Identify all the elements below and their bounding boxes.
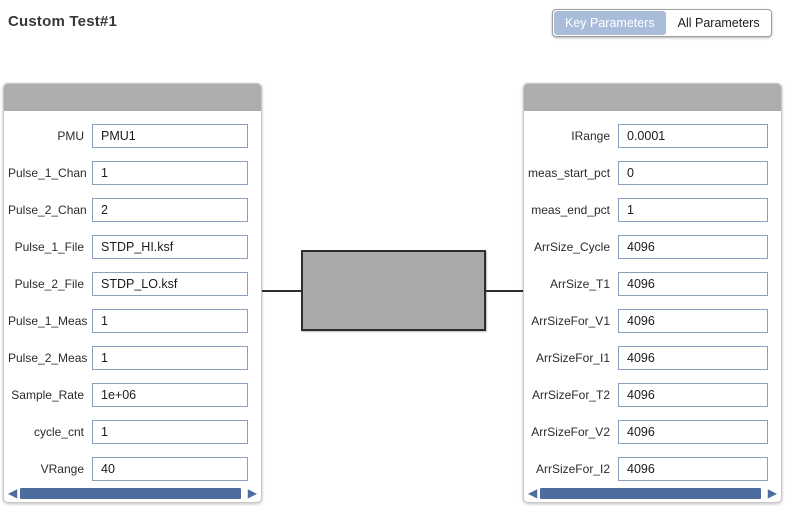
param-input-meas-start-pct[interactable] [618, 160, 768, 185]
param-label: Pulse_1_Meas [8, 313, 88, 328]
param-row: PMU [4, 117, 261, 154]
param-row: meas_end_pct [524, 191, 781, 228]
param-label: PMU [57, 128, 84, 143]
scroll-left-arrow-icon[interactable]: ◀ [528, 486, 538, 500]
param-row: Pulse_1_Meas [4, 302, 261, 339]
param-input-cycle-cnt[interactable] [92, 419, 248, 444]
param-label: ArrSizeFor_V1 [531, 313, 610, 328]
page-title: Custom Test#1 [8, 13, 118, 30]
param-row: Pulse_2_Meas [4, 339, 261, 376]
param-label: Pulse_2_Meas [8, 350, 88, 365]
device-block [301, 250, 486, 331]
horizontal-scrollbar[interactable]: ◀ ▶ [8, 486, 257, 501]
param-row: ArrSizeFor_I1 [524, 339, 781, 376]
param-row: Sample_Rate [4, 376, 261, 413]
param-input-arrsizefor-i1[interactable] [618, 345, 768, 370]
param-input-pulse-2-chan[interactable] [92, 197, 248, 222]
param-input-arrsizefor-v2[interactable] [618, 419, 768, 444]
param-label: meas_start_pct [528, 165, 611, 180]
scroll-right-arrow-icon[interactable]: ▶ [247, 486, 257, 500]
param-label: Pulse_1_Chan [8, 165, 87, 180]
panel-body: PMU Pulse_1_Chan Pulse_2_Chan Pulse_1_Fi… [4, 111, 261, 504]
param-label: ArrSizeFor_I2 [535, 461, 610, 476]
param-row: Pulse_1_Chan [4, 154, 261, 191]
param-label: ArrSize_Cycle [533, 239, 610, 254]
connector-line-left [262, 290, 301, 292]
key-parameters-button[interactable]: Key Parameters [554, 11, 666, 35]
param-label: VRange [40, 461, 84, 476]
param-row: ArrSizeFor_V1 [524, 302, 781, 339]
param-input-sample-rate[interactable] [92, 382, 248, 407]
panel-header [524, 84, 781, 111]
param-input-pulse-1-chan[interactable] [92, 160, 248, 185]
terminal-panel-right: IRange meas_start_pct meas_end_pct ArrSi… [523, 83, 782, 503]
param-row: ArrSizeFor_T2 [524, 376, 781, 413]
param-label: ArrSizeFor_I1 [535, 350, 610, 365]
param-input-arrsize-t1[interactable] [618, 271, 768, 296]
param-label: ArrSizeFor_V2 [531, 424, 610, 439]
param-row: ArrSize_T1 [524, 265, 781, 302]
param-row: VRange [4, 450, 261, 487]
scrollbar-thumb[interactable] [540, 488, 761, 499]
param-label: Pulse_2_Chan [8, 202, 87, 217]
param-input-arrsizefor-v1[interactable] [618, 308, 768, 333]
param-input-vrange[interactable] [92, 456, 248, 481]
param-label: IRange [571, 128, 610, 143]
all-parameters-button[interactable]: All Parameters [666, 10, 771, 36]
param-input-meas-end-pct[interactable] [618, 197, 768, 222]
param-row: meas_start_pct [524, 154, 781, 191]
param-row: IRange [524, 117, 781, 154]
panel-body: IRange meas_start_pct meas_end_pct ArrSi… [524, 111, 781, 504]
param-row: ArrSize_Cycle [524, 228, 781, 265]
param-input-irange[interactable] [618, 123, 768, 148]
param-label: meas_end_pct [531, 202, 610, 217]
parameter-view-toggle: Key Parameters All Parameters [552, 9, 772, 37]
param-label: Pulse_2_File [14, 276, 84, 291]
param-row: Pulse_2_Chan [4, 191, 261, 228]
connector-line-right [486, 290, 523, 292]
param-input-pulse-2-file[interactable] [92, 271, 248, 296]
horizontal-scrollbar[interactable]: ◀ ▶ [528, 486, 777, 501]
param-label: ArrSize_T1 [549, 276, 610, 291]
terminal-panel-left: PMU Pulse_1_Chan Pulse_2_Chan Pulse_1_Fi… [3, 83, 262, 503]
param-row: ArrSizeFor_I2 [524, 450, 781, 487]
param-input-pulse-1-meas[interactable] [92, 308, 248, 333]
param-input-pmu[interactable] [92, 123, 248, 148]
param-row: ArrSizeFor_V2 [524, 413, 781, 450]
param-input-arrsize-cycle[interactable] [618, 234, 768, 259]
scrollbar-thumb[interactable] [20, 488, 241, 499]
scroll-right-arrow-icon[interactable]: ▶ [767, 486, 777, 500]
param-label: ArrSizeFor_T2 [531, 387, 610, 402]
param-input-arrsizefor-i2[interactable] [618, 456, 768, 481]
param-row: cycle_cnt [4, 413, 261, 450]
param-input-pulse-2-meas[interactable] [92, 345, 248, 370]
param-label: Pulse_1_File [14, 239, 84, 254]
panel-header [4, 84, 261, 111]
param-row: Pulse_2_File [4, 265, 261, 302]
param-label: Sample_Rate [11, 387, 84, 402]
param-input-arrsizefor-t2[interactable] [618, 382, 768, 407]
param-label: cycle_cnt [33, 424, 84, 439]
param-row: Pulse_1_File [4, 228, 261, 265]
param-input-pulse-1-file[interactable] [92, 234, 248, 259]
scroll-left-arrow-icon[interactable]: ◀ [8, 486, 18, 500]
